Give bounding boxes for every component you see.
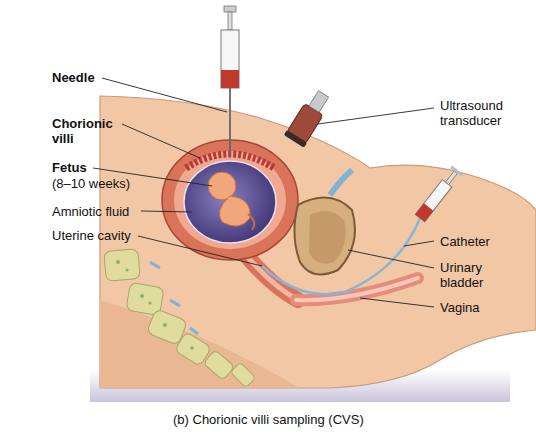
age-note: (8–10 weeks) [52,176,130,191]
needle-label: Needle [52,70,95,85]
needle-syringe [221,6,239,156]
figure-caption: (b) Chorionic villi sampling (CVS) [173,412,364,427]
urinary-bladder [294,198,354,275]
amniotic-fluid-label: Amniotic fluid [52,204,129,219]
ultrasound-transducer [284,88,334,148]
catheter-syringe [414,166,463,223]
uterus [162,140,298,260]
leader-lines [93,78,434,307]
fetus-label: Fetus [52,160,87,175]
spine [104,249,256,388]
uterine-cavity-label: Uterine cavity [52,228,131,243]
vaginal-canal [296,278,418,300]
uterine-lining [174,151,286,249]
discs [150,262,198,334]
body [100,96,536,388]
catheter [262,218,420,294]
body-shade [100,300,300,388]
bladder-inner [309,211,346,264]
catheter-label: Catheter [440,234,490,249]
chorionic-villi-label: Chorionic villi [52,116,122,146]
amniotic-sac [184,161,276,243]
transducer-label: Ultrasound transducer [440,98,528,128]
vagina-label: Vagina [440,300,480,315]
bladder-label: Urinary bladder [440,260,510,290]
pubic-bone [330,170,352,195]
fetus [208,172,254,230]
vagina [296,278,418,300]
bone-dots [116,260,194,350]
